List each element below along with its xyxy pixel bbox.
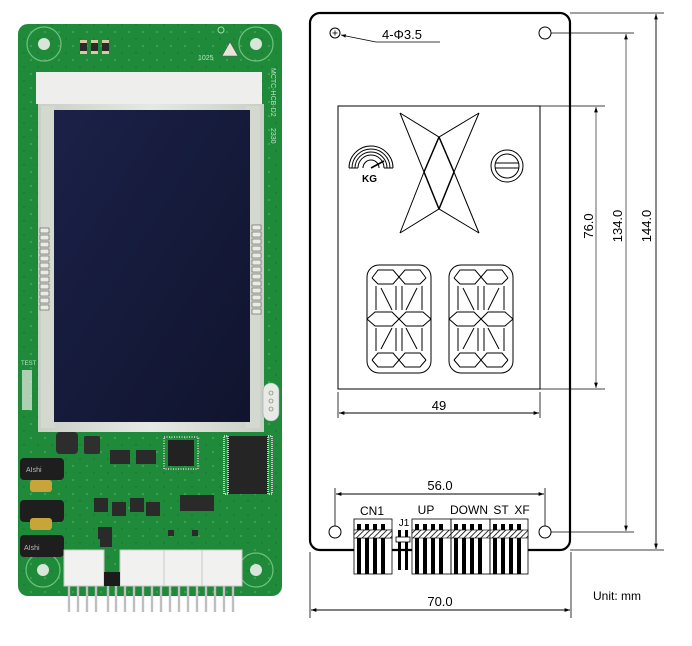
up-label: UP (418, 503, 435, 517)
dim-label-70: 70.0 (427, 594, 452, 609)
out-of-service-icon (490, 149, 524, 183)
capacitor-label: AIshi (24, 545, 40, 552)
dim-label-144: 144.0 (639, 210, 654, 243)
segment-digit-2 (448, 264, 514, 374)
mounting-hole-icon (26, 26, 62, 62)
date-code: 1025 (198, 55, 214, 62)
jumper-j1: J1 (395, 518, 411, 570)
hole-spec-label: 4-Φ3.5 (382, 27, 422, 42)
board-code: 2330 (269, 128, 276, 144)
dimension-drawing: 4-Φ3.5 KG (300, 0, 692, 641)
capacitor-2 (20, 500, 64, 530)
capacitor-label: AIshi (26, 467, 42, 474)
board-label: MCTC-HCB-D2 (269, 68, 276, 117)
lcd-pins-right (251, 224, 262, 315)
dim-hole-span-height: 134.0 (551, 32, 634, 533)
dim-label-49: 49 (432, 398, 446, 413)
mounting-hole-icon (538, 26, 552, 40)
connector-up-down-st-xf: UP DOWN ST XF (411, 503, 530, 575)
mounting-hole-icon (238, 26, 274, 62)
xf-label: XF (514, 503, 529, 517)
tssop-chip (223, 435, 273, 495)
kg-label: KG (362, 174, 377, 185)
down-label: DOWN (450, 503, 488, 517)
soic-chips (94, 450, 214, 547)
inductor (56, 432, 100, 454)
mounting-hole-icon (538, 525, 552, 539)
pcb-illustration: 1025 MCTC-HCB-D2 2330 (18, 24, 282, 612)
j1-label: J1 (399, 518, 410, 529)
dim-label-56: 56.0 (427, 478, 452, 493)
connector-pins (67, 586, 235, 612)
dim-board-height: 144.0 (570, 12, 664, 551)
dim-label-134: 134.0 (610, 210, 625, 243)
lcd-screen (54, 110, 250, 422)
esd-warning-icon (221, 41, 239, 57)
test-pads (22, 370, 32, 410)
connector-cn1: CN1 (353, 504, 393, 575)
connector-housings (63, 549, 243, 587)
dim-connector-span: 56.0 (334, 478, 546, 526)
smd-resistors (80, 40, 109, 54)
fiducial-icon (217, 26, 225, 34)
st-label: ST (493, 503, 509, 517)
direction-arrows-icon (399, 112, 480, 234)
hole-spec-leader: 4-Φ3.5 (340, 27, 440, 43)
load-weight-kg-icon: KG (348, 145, 394, 185)
mounting-hole-icon (329, 27, 341, 39)
dim-board-width: 70.0 (309, 552, 572, 618)
display-area (337, 105, 541, 390)
segment-digit-1 (366, 264, 432, 374)
drawing-canvas: 4-Φ3.5 KG (308, 11, 664, 618)
dim-label-76: 76.0 (581, 213, 596, 238)
capacitor-3: AIshi (20, 535, 64, 557)
capacitor-1: AIshi (20, 458, 64, 492)
dim-display-width: 49 (337, 392, 541, 418)
lcd-module (36, 72, 264, 432)
buzzer-icon (262, 382, 280, 422)
test-label: TEST (21, 361, 37, 367)
lcd-pins-left (39, 227, 50, 311)
mounting-hole-icon (328, 525, 342, 539)
cn1-label: CN1 (360, 504, 384, 518)
qfp-chip (163, 436, 199, 470)
unit-label: Unit: mm (593, 589, 641, 603)
pcb-photo: 1025 MCTC-HCB-D2 2330 (0, 0, 300, 641)
board-outline (308, 11, 572, 552)
dim-display-height: 76.0 (540, 105, 605, 390)
